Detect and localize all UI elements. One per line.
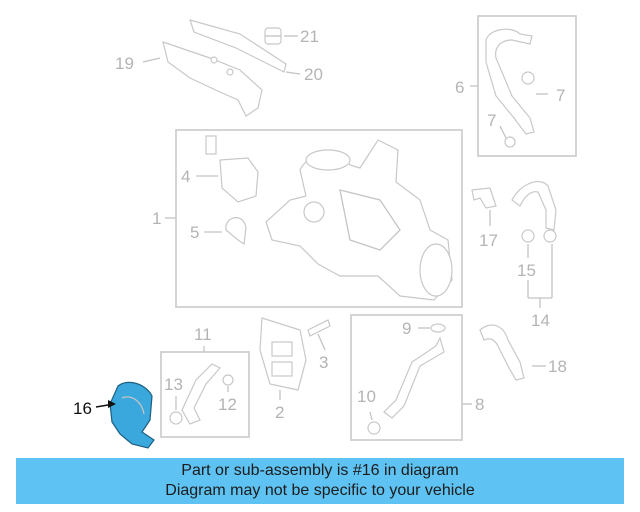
clamp-part-5 xyxy=(225,217,247,246)
callout-5: 5 xyxy=(190,223,199,242)
callout-20: 20 xyxy=(304,65,323,84)
callout-6: 6 xyxy=(455,78,464,97)
callout-14: 14 xyxy=(531,311,550,330)
callout-4: 4 xyxy=(181,167,190,186)
callout-16: 16 xyxy=(73,399,92,418)
callout-18: 18 xyxy=(548,357,567,376)
pipe-part-12-13 xyxy=(169,363,234,425)
callout-8: 8 xyxy=(475,395,484,414)
callout-9: 9 xyxy=(402,319,411,338)
parts-diagram: 1 2 3 4 5 6 7 7 8 9 10 11 12 13 14 15 16… xyxy=(73,15,577,449)
gasket-part-2 xyxy=(259,317,307,391)
callout-17: 17 xyxy=(479,231,498,250)
callout-13: 13 xyxy=(164,375,183,394)
pipe-part-8 xyxy=(367,323,446,435)
callout-2: 2 xyxy=(275,403,284,422)
callout-3: 3 xyxy=(319,353,328,372)
turbocharger-part-1 xyxy=(265,139,453,301)
callout-7b: 7 xyxy=(487,111,496,130)
hose-part-15 xyxy=(511,181,557,243)
group-box-pipe-8 xyxy=(350,314,463,441)
actuator-part-4 xyxy=(205,135,259,203)
bolt-part-21 xyxy=(264,27,282,45)
stud-part-3 xyxy=(307,319,331,337)
banner-line-disclaimer: Diagram may not be specific to your vehi… xyxy=(165,482,475,499)
callout-12: 12 xyxy=(218,395,237,414)
callout-1: 1 xyxy=(152,209,161,228)
banner-line-part: Part or sub-assembly is #16 in diagram xyxy=(181,462,459,479)
callout-21: 21 xyxy=(300,27,319,46)
heat-shield-part-19 xyxy=(162,19,287,117)
callout-10: 10 xyxy=(357,387,376,406)
info-banner: Part or sub-assembly is #16 in diagram D… xyxy=(16,458,624,504)
heat-shield-part-16 xyxy=(109,381,155,449)
callout-7a: 7 xyxy=(556,86,565,105)
hose-part-18 xyxy=(479,324,525,381)
callout-19: 19 xyxy=(115,54,134,73)
oil-line-part-6 xyxy=(485,28,535,148)
group-box-pipe-12-13 xyxy=(160,351,250,438)
callout-11: 11 xyxy=(194,325,212,344)
bracket-part-17 xyxy=(471,187,497,209)
callout-15: 15 xyxy=(517,261,536,280)
